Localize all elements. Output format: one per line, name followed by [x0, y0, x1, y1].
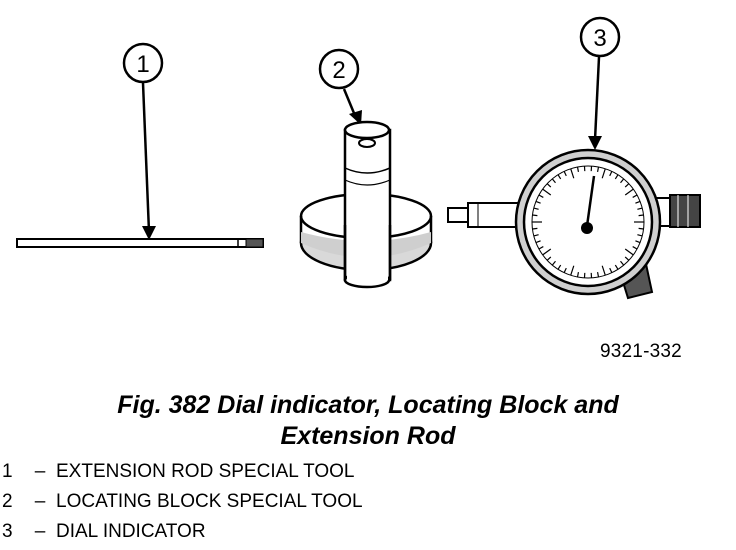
- dial-tick: [596, 271, 600, 278]
- dial-tick: [624, 183, 630, 188]
- dial-tick: [635, 240, 641, 244]
- callout-1: 1: [122, 42, 164, 84]
- dial-tick: [546, 183, 552, 188]
- dial-tick: [563, 267, 567, 273]
- dial-tick: [557, 264, 562, 270]
- callout-3-leader: [593, 56, 601, 141]
- callout-2-arrow: [349, 110, 362, 125]
- dial-tick: [538, 246, 544, 250]
- dial-tick: [601, 265, 606, 276]
- legend-number: 2: [2, 491, 13, 512]
- dial-tick: [570, 265, 575, 276]
- legend-text: EXTENSION ROD SPECIAL TOOL: [56, 461, 355, 482]
- dial-tick: [596, 166, 600, 173]
- dial-tick: [551, 178, 556, 184]
- dial-tick: [576, 166, 580, 173]
- dial-tick: [532, 227, 538, 230]
- dial-tick: [614, 174, 619, 180]
- callout-2: 2: [318, 48, 360, 90]
- dial-tick: [620, 178, 625, 184]
- caption-line-1: Fig. 382 Dial indicator, Locating Block …: [117, 391, 619, 419]
- dial-tick: [632, 194, 638, 198]
- dial-tick: [638, 214, 644, 217]
- dial-tick: [635, 200, 641, 204]
- dial-tick: [614, 264, 619, 270]
- dial-tick: [637, 234, 643, 237]
- dial-tick: [542, 248, 552, 256]
- dial-tick: [601, 168, 606, 179]
- legend-dash: –: [34, 461, 46, 482]
- legend-number: 3: [2, 521, 13, 542]
- dial-tick: [535, 200, 541, 204]
- figure-id: 9321-332: [600, 341, 682, 362]
- dial-tick: [632, 246, 638, 250]
- dial-tick: [624, 248, 634, 256]
- dial-indicator: [447, 148, 701, 300]
- dial-tick: [532, 214, 538, 217]
- figure-caption: Fig. 382 Dial indicator, Locating Block …: [0, 390, 736, 452]
- dial-tick: [538, 194, 544, 198]
- dial-tick: [576, 271, 580, 278]
- dial-tick: [563, 171, 567, 177]
- legend-dash: –: [34, 521, 46, 542]
- dial-tick: [609, 267, 613, 273]
- dial-tick: [570, 168, 575, 179]
- dial-tick: [557, 174, 562, 180]
- dial-tick: [624, 256, 630, 261]
- dial-tick: [533, 207, 539, 210]
- dial-tick: [637, 207, 643, 210]
- callout-2-label: 2: [332, 57, 345, 84]
- legend-text: DIAL INDICATOR: [56, 521, 206, 542]
- dial-tick: [609, 171, 613, 177]
- legend-item: 1 – EXTENSION ROD SPECIAL TOOL: [2, 457, 363, 487]
- dial-tick: [546, 256, 552, 261]
- callout-1-leader: [141, 82, 151, 233]
- dial-tick: [624, 188, 634, 196]
- dial-tick: [620, 260, 625, 266]
- callout-1-arrow: [142, 226, 156, 240]
- legend-item: 2 – LOCATING BLOCK SPECIAL TOOL: [2, 487, 363, 517]
- dial-tick: [535, 240, 541, 244]
- legend-number: 1: [2, 461, 13, 482]
- dial-tick: [542, 188, 552, 196]
- callout-3-arrow: [588, 136, 602, 150]
- callout-1-label: 1: [136, 51, 149, 78]
- legend-text: LOCATING BLOCK SPECIAL TOOL: [56, 491, 363, 512]
- caption-line-2: Extension Rod: [280, 422, 456, 450]
- legend: 1 – EXTENSION ROD SPECIAL TOOL 2 – LOCAT…: [2, 457, 363, 547]
- locating-block: [299, 120, 433, 289]
- callout-3: 3: [579, 16, 621, 58]
- extension-rod: [16, 238, 264, 248]
- legend-dash: –: [34, 491, 46, 512]
- dial-tick: [533, 234, 539, 237]
- callout-3-label: 3: [593, 25, 606, 52]
- dial-tick: [551, 260, 556, 266]
- legend-item: 3 – DIAL INDICATOR: [2, 517, 363, 547]
- dial-tick: [638, 227, 644, 230]
